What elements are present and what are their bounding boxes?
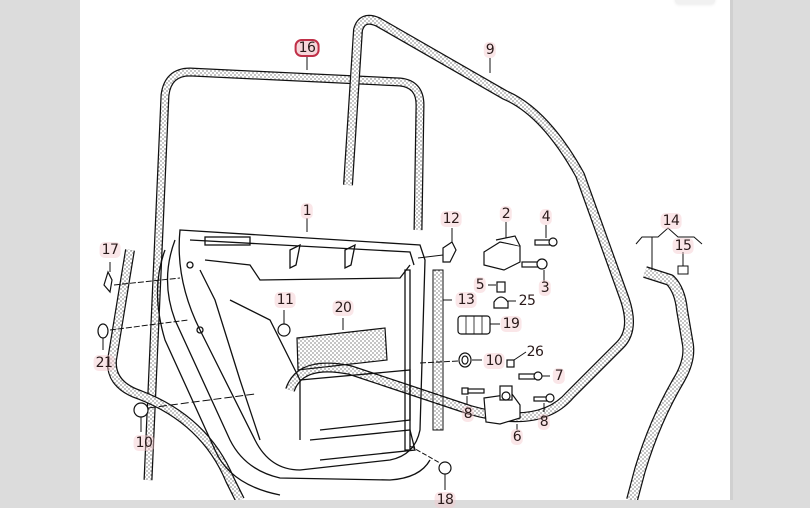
plug-10-left — [133, 393, 256, 432]
callout-8-left[interactable]: 8 — [461, 406, 475, 422]
window-seal-16 — [143, 67, 425, 481]
callout-11[interactable]: 11 — [274, 292, 296, 308]
callout-13[interactable]: 13 — [455, 292, 477, 308]
callout-15[interactable]: 15 — [672, 238, 694, 254]
insulation-pad-20 — [296, 318, 388, 371]
callout-10-right[interactable]: 10 — [483, 353, 505, 369]
lower-hinge-6 — [461, 351, 555, 430]
callout-6[interactable]: 6 — [510, 429, 524, 445]
callout-4[interactable]: 4 — [539, 209, 553, 225]
part-17 — [103, 262, 181, 294]
callout-12[interactable]: 12 — [440, 211, 462, 227]
outer-seal-lower — [106, 249, 245, 500]
callout-19[interactable]: 19 — [500, 316, 522, 332]
upper-hinge-2 — [483, 222, 558, 309]
callout-21[interactable]: 21 — [93, 355, 115, 371]
callout-9[interactable]: 9 — [483, 42, 497, 58]
door-seal-9 — [285, 14, 634, 423]
plug-18 — [409, 445, 452, 490]
grommet-21 — [97, 319, 189, 350]
plug-11 — [277, 310, 291, 337]
washer-10-right — [419, 352, 482, 368]
leader-lines — [306, 57, 491, 232]
callout-2[interactable]: 2 — [499, 206, 513, 222]
panel-edge — [730, 0, 733, 500]
callout-20[interactable]: 20 — [332, 300, 354, 316]
callout-26[interactable]: 26 — [526, 344, 544, 360]
callout-8-right[interactable]: 8 — [537, 414, 551, 430]
seal-14 — [626, 227, 703, 500]
callout-18[interactable]: 18 — [434, 492, 456, 508]
strip-13 — [432, 269, 452, 431]
callout-17[interactable]: 17 — [99, 242, 121, 258]
callout-10-left[interactable]: 10 — [133, 435, 155, 451]
part-12 — [417, 228, 457, 263]
part-19 — [457, 315, 500, 335]
callout-1[interactable]: 1 — [300, 203, 314, 219]
callout-25[interactable]: 25 — [518, 293, 536, 309]
callout-5[interactable]: 5 — [473, 277, 487, 293]
callout-16[interactable]: 16 — [294, 39, 320, 57]
corner-button[interactable] — [675, 0, 715, 4]
callout-7[interactable]: 7 — [552, 368, 566, 384]
door-shell-1 — [156, 229, 431, 496]
callout-14[interactable]: 14 — [660, 213, 682, 229]
callout-3[interactable]: 3 — [538, 280, 552, 296]
